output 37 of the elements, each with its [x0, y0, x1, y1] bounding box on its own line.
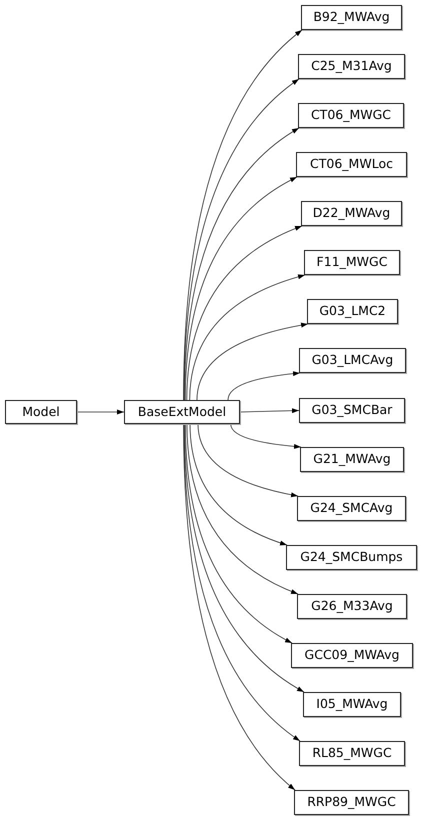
inheritance-arrow [184, 424, 292, 644]
class-box: B92_MWAvg [301, 5, 402, 30]
class-box: G03_SMCBar [299, 398, 405, 423]
class-box: D22_MWAvg [301, 201, 402, 226]
inheritance-arrow [184, 128, 300, 400]
inheritance-arrow [183, 424, 296, 790]
class-box: G03_LMC2 [307, 299, 398, 324]
inheritance-arrow [184, 176, 298, 400]
inheritance-arrow [183, 30, 302, 400]
class-box: GCC09_MWAvg [291, 643, 413, 668]
class-box: G03_LMCAvg [299, 348, 406, 373]
inheritance-arrow [186, 226, 302, 400]
inheritance-arrow [186, 424, 298, 594]
class-box: G24_SMCBumps [286, 545, 417, 570]
class-box: RRP89_MWGC [294, 790, 409, 815]
class-box: F11_MWGC [304, 250, 400, 275]
class-box: I05_MWAvg [303, 692, 401, 717]
inheritance-arrow [230, 424, 302, 449]
class-box: BaseExtModel [124, 400, 240, 424]
inheritance-arrow [183, 78, 300, 400]
inheritance-arrow [196, 322, 308, 400]
inheritance-arrow [228, 371, 300, 400]
inheritance-arrow [76, 410, 124, 414]
inheritance-arrow [184, 424, 300, 742]
inheritance-arrow [198, 424, 298, 498]
inheritance-arrow [184, 424, 304, 692]
inheritance-arrow [240, 408, 300, 414]
inheritance-arrow [190, 424, 288, 546]
inheritance-arrow [189, 274, 306, 400]
class-box: CT06_MWGC [298, 103, 404, 128]
class-box: C25_M31Avg [298, 54, 405, 79]
class-box: RL85_MWGC [299, 741, 405, 766]
class-box: G24_SMCAvg [297, 496, 406, 521]
class-box: Model [5, 400, 77, 424]
class-box: G21_MWAvg [300, 447, 404, 472]
class-box: CT06_MWLoc [296, 152, 407, 177]
class-box: G26_M33Avg [297, 594, 407, 619]
